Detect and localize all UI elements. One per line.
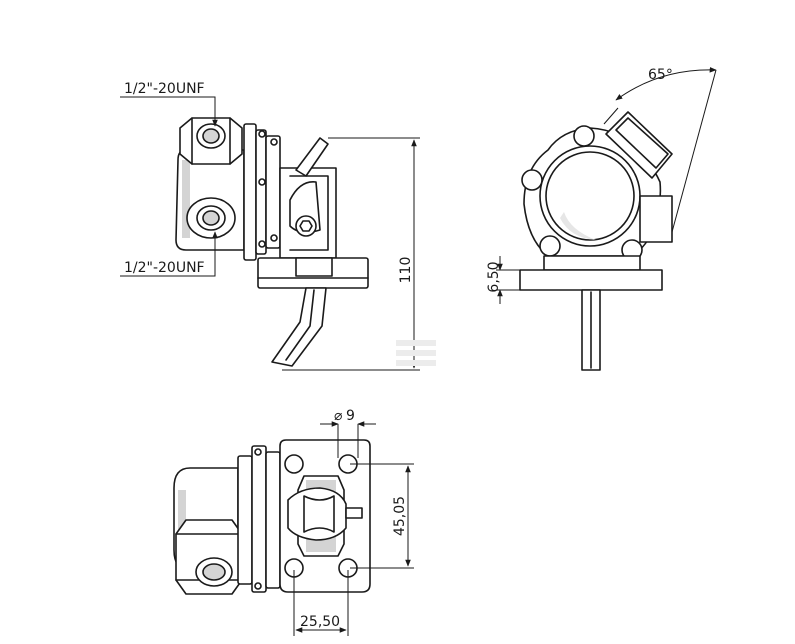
plate-thickness-dimension: 6,50 <box>486 261 502 292</box>
hole-diameter-dimension: 9 <box>346 408 355 424</box>
thread-label-top: 1/2"-20UNF <box>124 81 205 97</box>
top-hex-nut <box>179 117 243 165</box>
front-view: 1/2"-20UNF 1/2"-20UNF 110 <box>120 81 420 371</box>
watermark-logo <box>396 340 436 366</box>
height-dimension: 110 <box>398 257 414 284</box>
outlet-nut <box>175 519 243 595</box>
diameter-symbol: ⌀ <box>334 408 343 424</box>
thread-label-bottom: 1/2"-20UNF <box>124 260 205 276</box>
bottom-port <box>186 197 236 239</box>
side-view: 65° 6,50 <box>486 66 717 371</box>
top-view: ⌀ 9 45,05 25,50 <box>173 408 414 636</box>
hole-spacing-vertical-dimension: 45,05 <box>392 496 408 536</box>
angle-dimension: 65° <box>648 67 673 83</box>
hole-spacing-horizontal-dimension: 25,50 <box>300 614 340 630</box>
